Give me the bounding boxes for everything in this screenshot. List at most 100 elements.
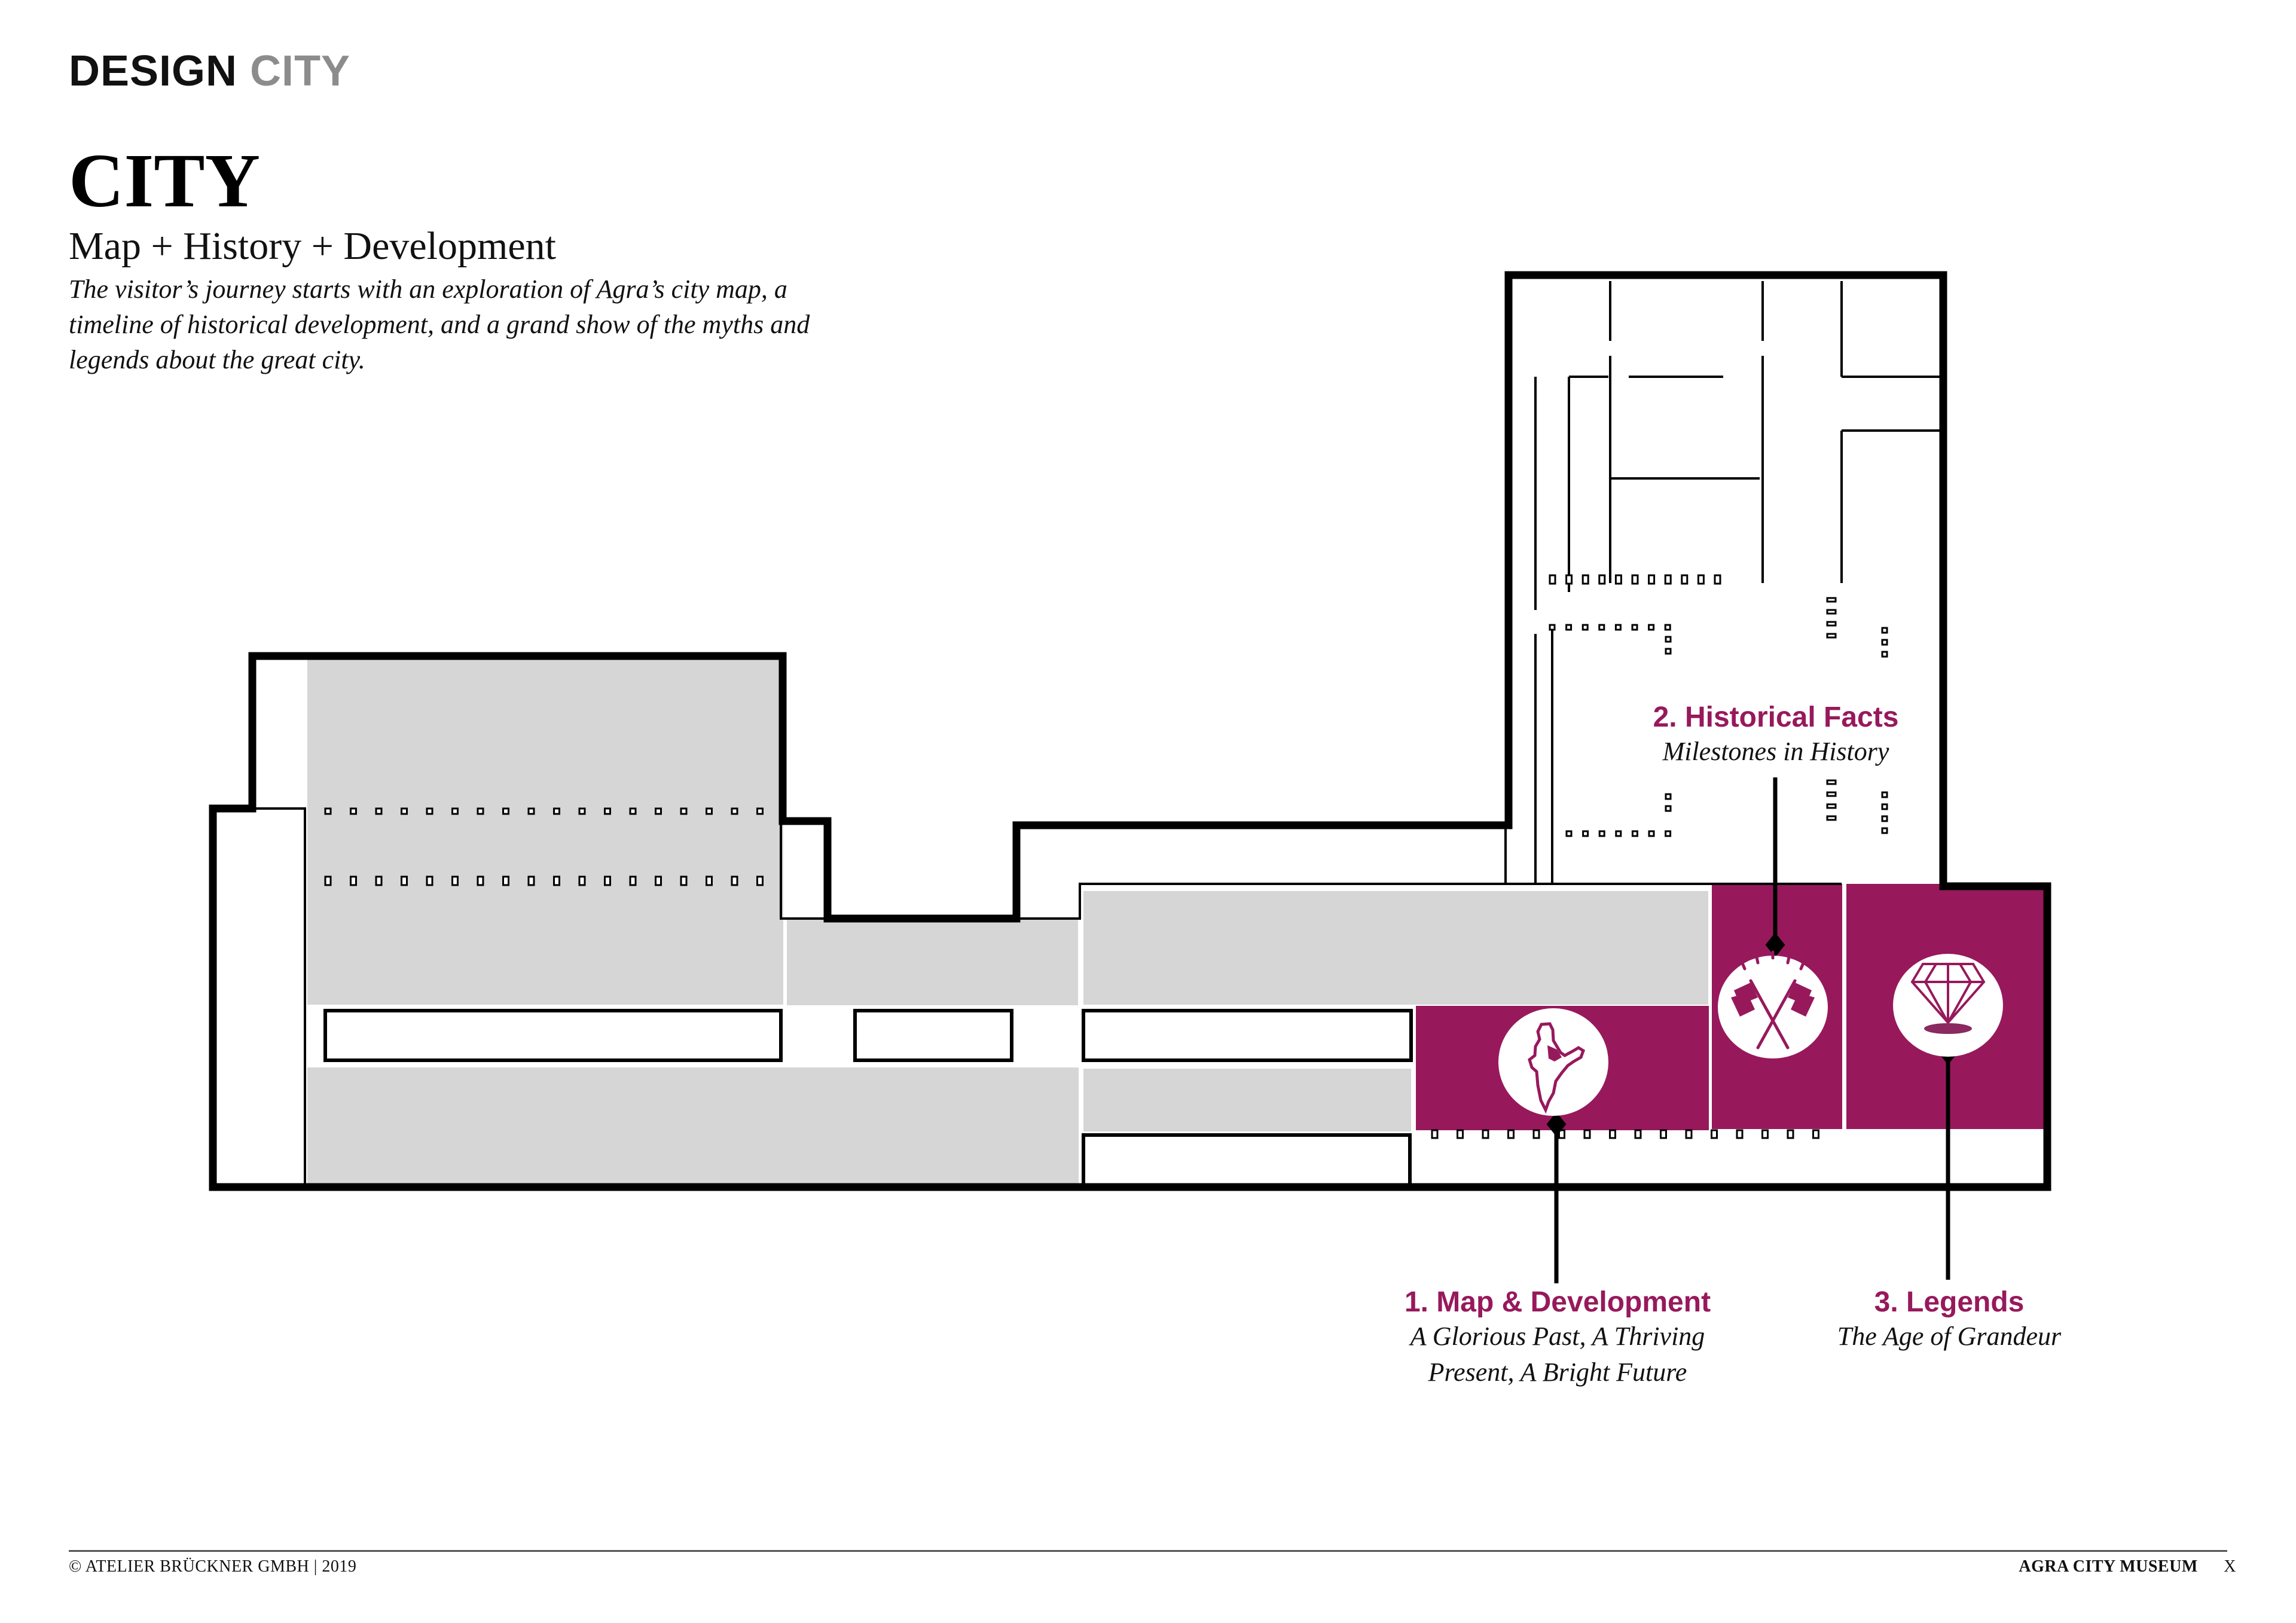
column-marker (1826, 803, 1837, 809)
column-marker (553, 807, 560, 815)
leader-marker-zone-1 (1546, 1112, 1567, 1137)
column-marker (477, 875, 484, 886)
gallery-area-left-lower (307, 1067, 1079, 1188)
column-marker (1532, 1129, 1540, 1139)
zone-3-heading: 3. Legends (1874, 1286, 2025, 1318)
footer-project: AGRA CITY MUSEUM X (2019, 1557, 2236, 1576)
page-number: X (2224, 1557, 2236, 1576)
column-marker (1582, 830, 1589, 837)
column-marker (375, 807, 383, 815)
column-marker (706, 875, 713, 886)
column-marker (578, 807, 586, 815)
column-marker (1665, 793, 1672, 800)
column-marker (1598, 830, 1605, 837)
display-case (323, 1009, 783, 1062)
column-marker (1507, 1129, 1515, 1139)
column-marker (1881, 651, 1888, 658)
column-marker (706, 807, 713, 815)
column-marker (1565, 830, 1573, 837)
column-marker (1711, 1129, 1718, 1139)
column-marker (1697, 574, 1705, 585)
columns (324, 574, 1888, 1139)
zone-1-label: 1. Map & Development A Glorious Past, A … (1381, 1286, 1734, 1390)
column-marker (350, 807, 357, 815)
column-marker (1549, 574, 1556, 585)
footer-project-name: AGRA CITY MUSEUM (2019, 1557, 2198, 1576)
column-marker (1681, 574, 1689, 585)
column-marker (680, 875, 688, 886)
footer-copyright: © ATELIER BRÜCKNER GMBH | 2019 (69, 1557, 357, 1576)
column-marker (680, 807, 688, 815)
page-subtitle: Map + History + Development (69, 224, 556, 268)
column-marker (1581, 624, 1589, 631)
column-marker (1648, 624, 1655, 631)
column-marker (350, 875, 357, 886)
zone-2-label: 2. Historical Facts Milestones in Histor… (1626, 701, 1925, 770)
footer-divider (69, 1550, 2227, 1552)
column-marker (1664, 574, 1672, 585)
column-marker (1648, 574, 1656, 585)
column-marker (1881, 639, 1888, 646)
column-marker (1457, 1129, 1464, 1139)
column-marker (1634, 1129, 1642, 1139)
column-marker (426, 807, 433, 815)
column-marker (1631, 624, 1638, 631)
column-marker (502, 807, 509, 815)
column-marker (1826, 633, 1837, 639)
column-marker (1881, 803, 1888, 810)
gallery-area-left-upper (307, 658, 783, 1005)
zone-2-subtitle: Milestones in History (1662, 737, 1889, 766)
column-marker (1881, 627, 1888, 634)
column-marker (1565, 574, 1573, 585)
gallery-area-mid-upper (787, 919, 1078, 1005)
column-marker (1615, 830, 1622, 837)
column-marker (553, 875, 560, 886)
column-marker (1614, 624, 1622, 631)
column-marker (1826, 815, 1837, 821)
column-marker (401, 875, 408, 886)
column-marker (1614, 574, 1622, 585)
column-marker (1631, 830, 1638, 837)
column-marker (1685, 1129, 1693, 1139)
column-marker (527, 875, 535, 886)
column-marker (1431, 1129, 1439, 1139)
column-marker (1648, 830, 1655, 837)
zone-2-heading: 2. Historical Facts (1653, 701, 1899, 733)
column-marker (1826, 609, 1837, 615)
column-marker (629, 875, 637, 886)
column-marker (655, 807, 662, 815)
zone-3-subtitle: The Age of Grandeur (1837, 1322, 2062, 1351)
outer-wall (209, 271, 2051, 1191)
column-marker (1787, 1129, 1794, 1139)
zone-1-subtitle-line-2: Present, A Bright Future (1428, 1357, 1687, 1387)
zone-1-heading: 1. Map & Development (1404, 1286, 1711, 1318)
column-marker (1826, 779, 1837, 785)
column-marker (324, 875, 332, 886)
column-marker (1826, 621, 1837, 627)
diamond-icon (1893, 954, 2003, 1057)
zone-1-subtitle-line-1: A Glorious Past, A Thriving (1410, 1322, 1705, 1351)
column-marker (1665, 805, 1672, 812)
column-marker (1482, 1129, 1489, 1139)
column-marker (1660, 1129, 1667, 1139)
column-marker (1665, 636, 1672, 643)
inner-walls (252, 281, 1941, 1188)
column-marker (756, 807, 764, 815)
zone-3-label: 3. Legends The Age of Grandeur (1812, 1286, 2087, 1354)
column-marker (655, 875, 662, 886)
column-marker (1826, 791, 1837, 797)
column-marker (1881, 815, 1888, 822)
column-marker (527, 807, 535, 815)
page-title: CITY (69, 138, 261, 223)
column-marker (502, 875, 509, 886)
column-marker (731, 807, 738, 815)
column-marker (756, 875, 764, 886)
column-marker (1549, 624, 1556, 631)
display-case (1082, 1009, 1413, 1062)
column-marker (1714, 574, 1721, 585)
india-map-icon (1498, 1008, 1608, 1116)
brand-heading: DESIGN CITY (69, 47, 350, 96)
column-marker (1581, 574, 1589, 585)
column-marker (324, 807, 332, 815)
